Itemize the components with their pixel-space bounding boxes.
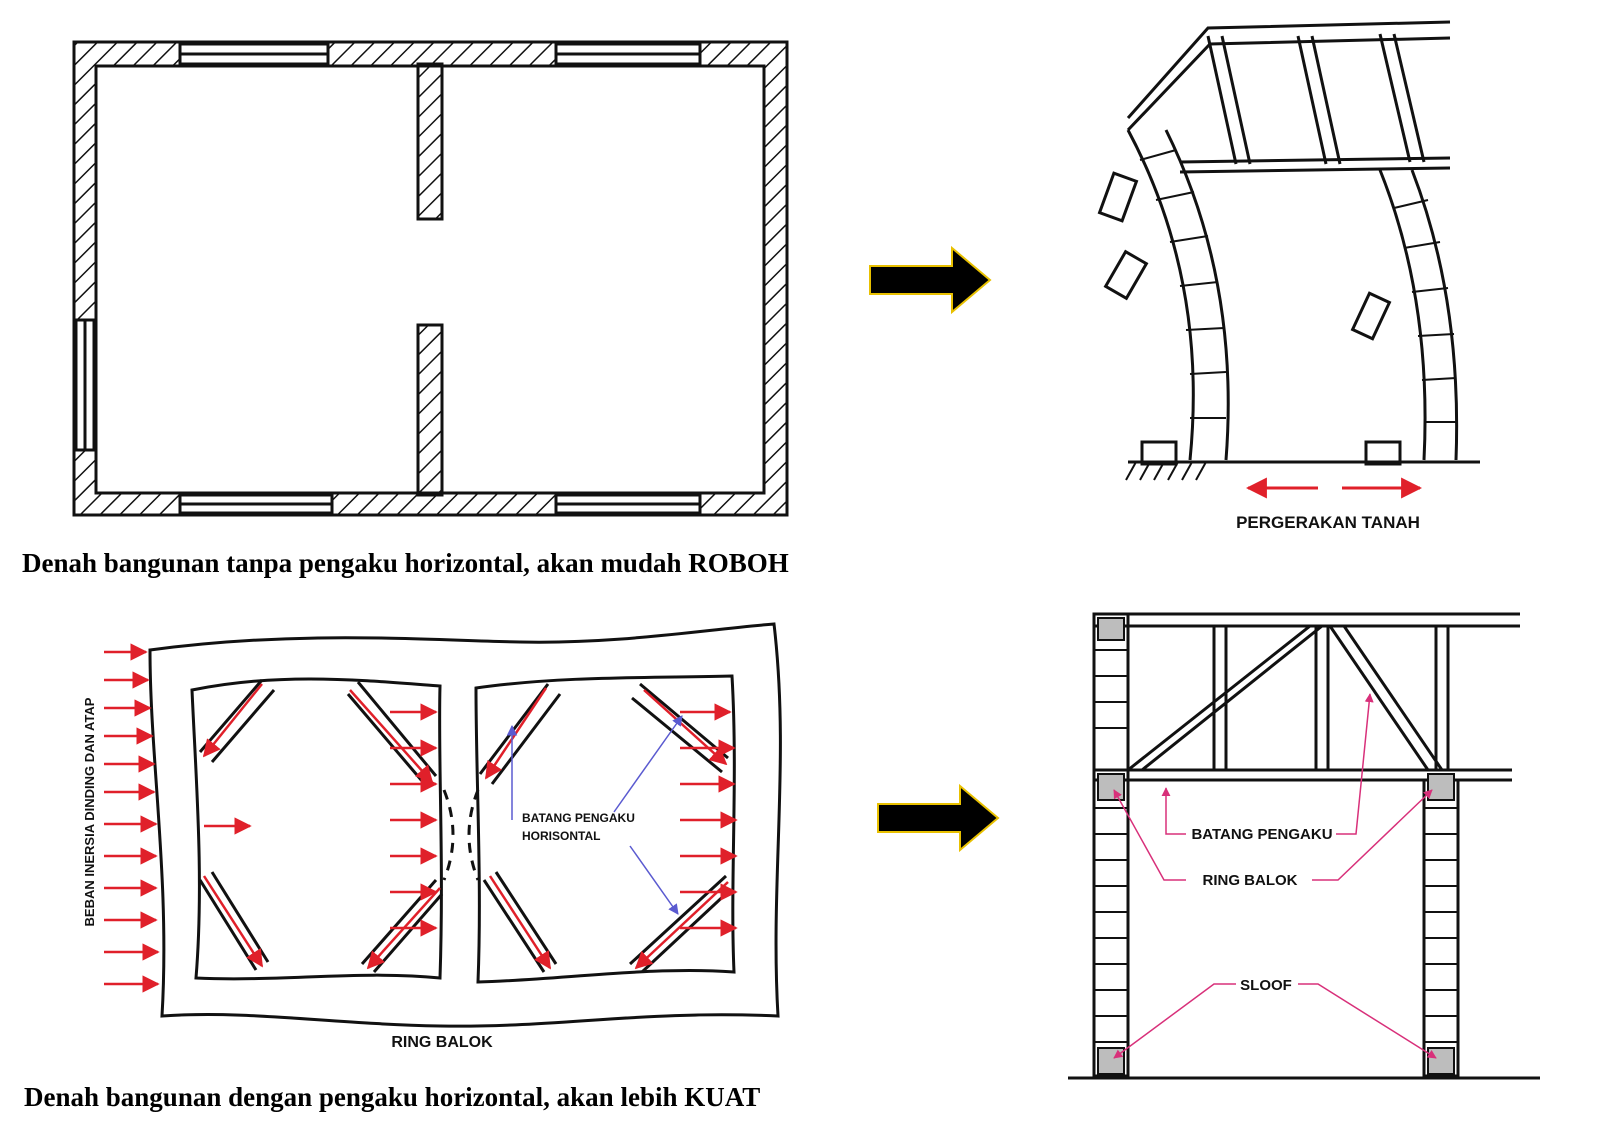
collapse-bricks bbox=[1139, 149, 1457, 423]
ground-movement-label: PERGERAKAN TANAH bbox=[1236, 513, 1420, 532]
room-right bbox=[474, 674, 736, 984]
detail-pointers bbox=[1113, 693, 1437, 1059]
ring-beam-label: RING BALOK bbox=[391, 1034, 493, 1051]
plan-without-bracing bbox=[72, 40, 789, 517]
concrete-sections bbox=[1097, 617, 1455, 1075]
inertia-load-arrows bbox=[104, 643, 738, 993]
big-arrow-bottom bbox=[877, 783, 1000, 853]
windows bbox=[74, 42, 702, 515]
inertia-load-label: BEBAN INERSIA DINDING DAN ATAP bbox=[82, 697, 97, 926]
detail-brace-label: BATANG PENGAKU bbox=[1191, 826, 1332, 843]
plan-with-bracing bbox=[148, 622, 782, 1028]
big-arrow-top bbox=[869, 245, 992, 315]
detail-sloof-label: SLOOF bbox=[1240, 977, 1292, 994]
ring-beam-outer bbox=[148, 622, 782, 1028]
partition-wall-lower bbox=[416, 323, 444, 497]
room-left bbox=[190, 677, 443, 981]
partition-wall-upper bbox=[416, 62, 444, 221]
doorway-right-edge bbox=[467, 789, 480, 881]
brace-label-line2: HORISONTAL bbox=[522, 829, 600, 843]
doorway bbox=[442, 789, 455, 881]
ground-hatch bbox=[1125, 461, 1207, 481]
collapse-section bbox=[1097, 20, 1480, 466]
outer-wall bbox=[72, 40, 789, 517]
column-bricks bbox=[1094, 649, 1458, 1043]
top-caption: Denah bangunan tanpa pengaku horizontal,… bbox=[22, 548, 789, 578]
detail-ring-label: RING BALOK bbox=[1203, 872, 1298, 889]
bottom-caption: Denah bangunan dengan pengaku horizontal… bbox=[24, 1082, 761, 1112]
braced-wall-detail bbox=[1068, 612, 1540, 1080]
brace-pointers bbox=[506, 715, 683, 915]
diagonal-braces bbox=[198, 679, 732, 974]
brace-label-line1: BATANG PENGAKU bbox=[522, 811, 635, 825]
